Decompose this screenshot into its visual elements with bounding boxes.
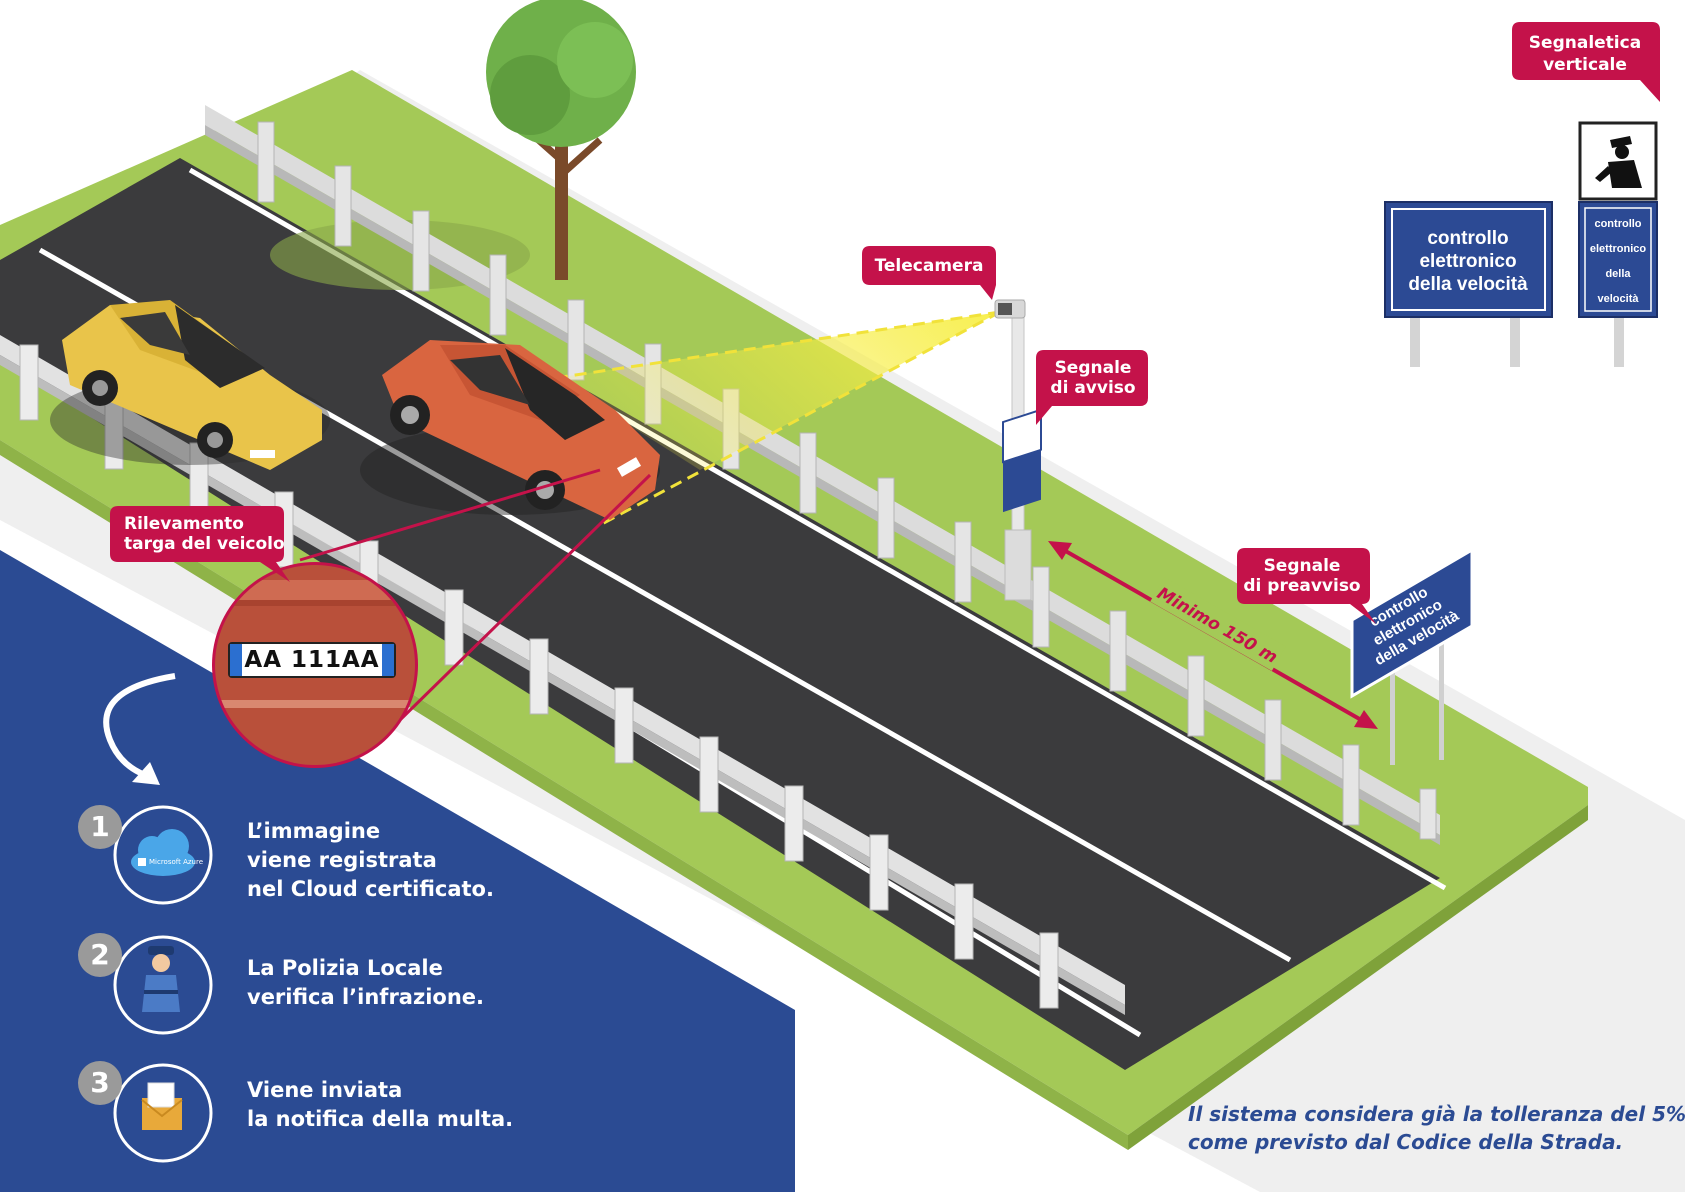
- footnote-line-1: Il sistema considera già la tolleranza d…: [1188, 1102, 1685, 1126]
- tolerance-footnote: Il sistema considera già la tolleranza d…: [1188, 1100, 1685, 1156]
- step-3-number: 3: [90, 1066, 109, 1099]
- traffic-officer-icon: [1595, 136, 1642, 188]
- license-plate-number: AA 111AA: [244, 647, 380, 673]
- preavviso-sign: [1350, 547, 1474, 765]
- eu-band-right: [382, 644, 394, 676]
- callout-segnale-preavviso-line-2: di preavviso: [1243, 576, 1360, 596]
- step-2-number: 2: [90, 938, 109, 971]
- footnote-line-2: come previsto dal Codice della Strada.: [1188, 1130, 1624, 1154]
- police-officer-icon: [142, 946, 180, 1012]
- license-plate: AA 111AA: [228, 642, 396, 678]
- grass-edge: [1128, 805, 1588, 1150]
- step-1-text: L’immagine viene registrata nel Cloud ce…: [247, 817, 494, 904]
- camera-pole: [994, 299, 1032, 601]
- curved-arrow-icon: [103, 673, 176, 785]
- envelope-icon: [141, 1082, 183, 1130]
- step-1-number: 1: [90, 810, 109, 843]
- step-2-text: La Polizia Locale verifica l’infrazione.: [247, 954, 484, 1012]
- step-1-line-1: L’immagine: [247, 819, 381, 843]
- callout-segnaletica-verticale-line-2: verticale: [1543, 55, 1627, 75]
- large-sign-line-2: elettronico: [1419, 251, 1516, 272]
- callout-rilevamento: [110, 506, 290, 582]
- step-3-icon-circle: [78, 1061, 213, 1163]
- step-1-line-2: viene registrata: [247, 848, 437, 872]
- callout-segnaletica-verticale: [1512, 22, 1660, 102]
- large-speed-sign: [1384, 201, 1553, 367]
- callout-segnale-preavviso: [1237, 548, 1376, 624]
- red-car: [360, 340, 660, 520]
- narrow-sign-line-3: della: [1605, 268, 1631, 280]
- callout-segnale-avviso-line-2: di avviso: [1050, 378, 1135, 398]
- step-2-line-1: La Polizia Locale: [247, 956, 443, 980]
- camera-beam: [555, 312, 1000, 470]
- callout-telecamera-label: Telecamera: [875, 256, 984, 276]
- step-3-text: Viene inviata la notifica della multa.: [247, 1076, 513, 1134]
- narrow-speed-sign: [1578, 121, 1658, 367]
- large-sign-line-3: della velocità: [1408, 274, 1528, 295]
- avviso-sign: [1002, 408, 1042, 513]
- eu-band-left: [230, 644, 242, 676]
- zoom-connector-bottom: [398, 473, 652, 722]
- cloud-icon-label: Microsoft Azure: [149, 858, 203, 866]
- step-2-line-2: verifica l’infrazione.: [247, 985, 484, 1009]
- narrow-sign-line-4: velocità: [1598, 293, 1640, 305]
- step-1-icon-circle: [78, 805, 213, 905]
- narrow-sign-line-1: controllo: [1594, 218, 1641, 230]
- callout-telecamera: [862, 246, 996, 300]
- zoom-connector-top: [299, 468, 601, 562]
- speed-camera-icon: [998, 303, 1012, 315]
- callout-segnale-avviso: [1036, 350, 1148, 425]
- callout-segnale-avviso-line-1: Segnale: [1055, 358, 1132, 378]
- large-sign-line-1: controllo: [1427, 228, 1508, 249]
- yellow-car: [50, 300, 330, 470]
- step-1-line-3: nel Cloud certificato.: [247, 877, 494, 901]
- distance-arrow: [1048, 541, 1378, 729]
- callout-rilevamento-line-1: Rilevamento: [124, 514, 244, 534]
- callout-segnaletica-verticale-line-1: Segnaletica: [1529, 33, 1641, 53]
- narrow-sign-line-2: elettronico: [1590, 243, 1647, 255]
- callout-rilevamento-line-2: targa del veicolo: [124, 534, 285, 554]
- step-3-line-1: Viene inviata: [247, 1078, 403, 1102]
- callout-segnale-preavviso-line-1: Segnale: [1264, 556, 1341, 576]
- step-2-icon-circle: [78, 933, 213, 1035]
- cloud-icon: [131, 829, 195, 876]
- step-3-line-2: la notifica della multa.: [247, 1107, 514, 1131]
- steps-panel: [0, 550, 795, 1192]
